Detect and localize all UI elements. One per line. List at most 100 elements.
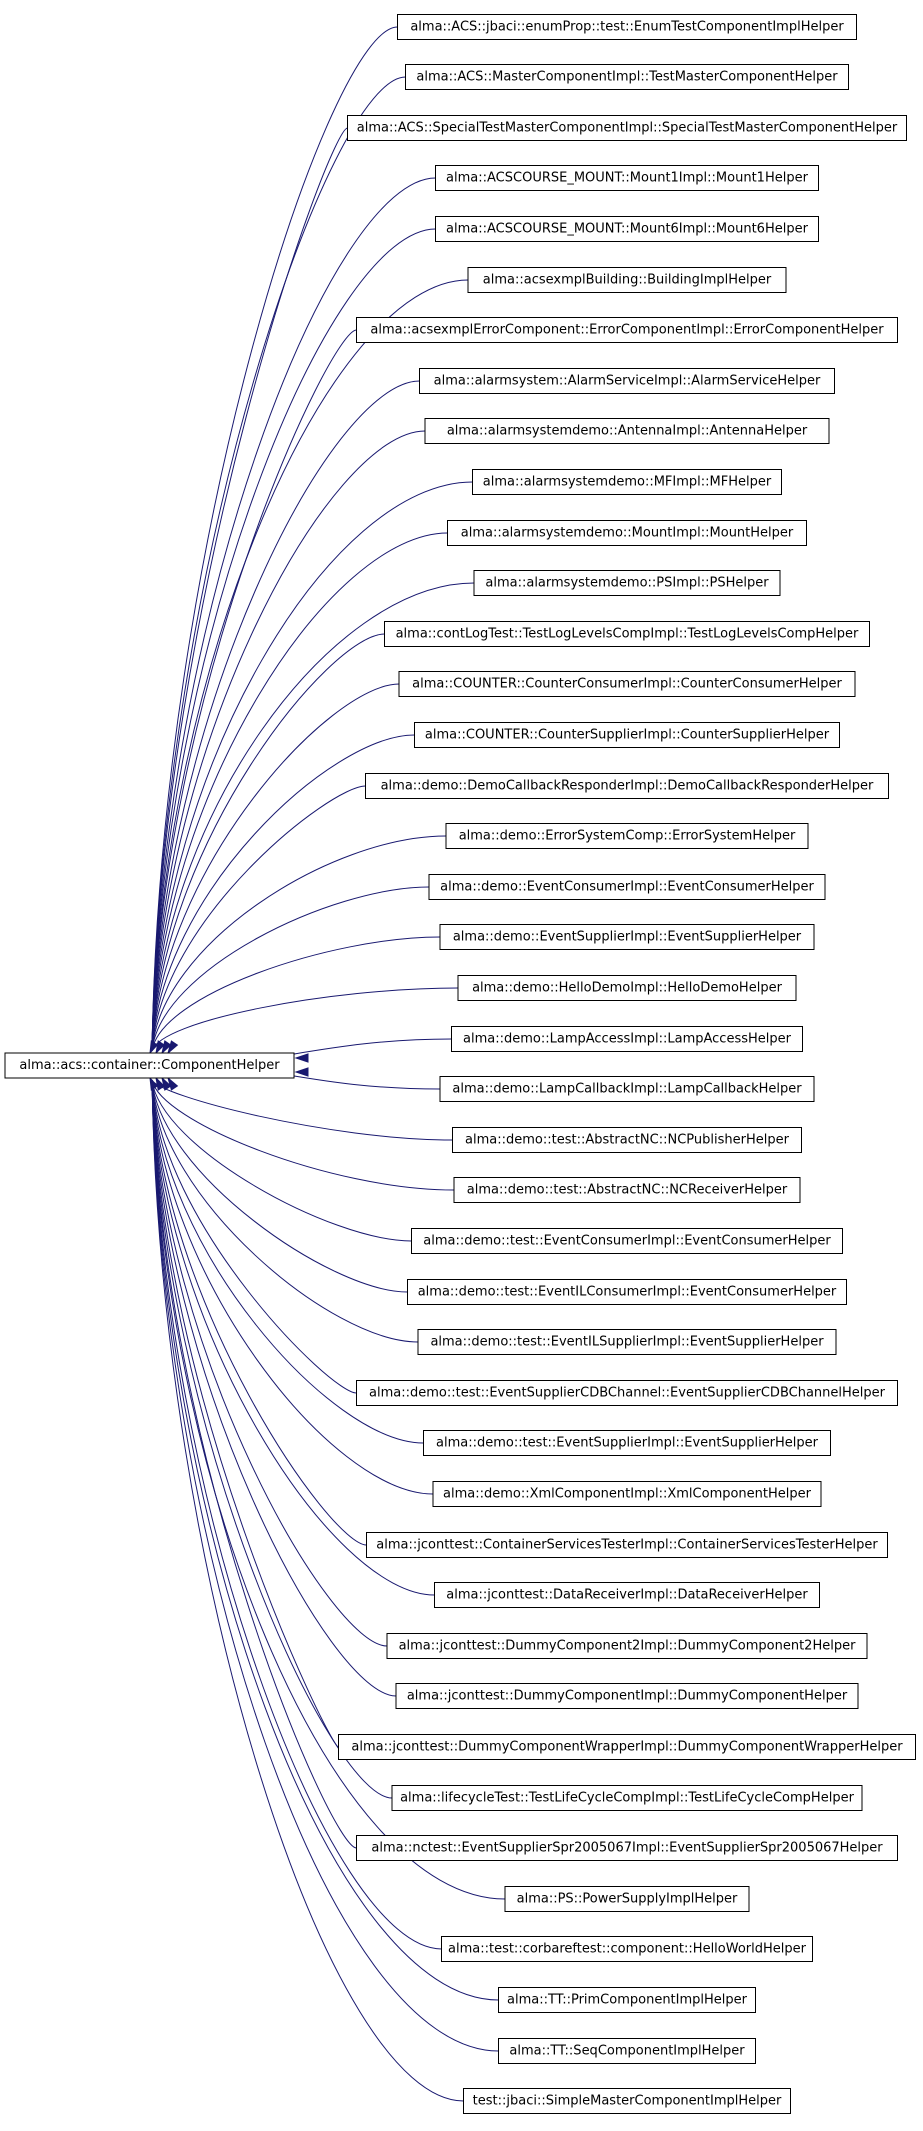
derived-class-label: alma::jconttest::ContainerServicesTester… [376,1538,878,1553]
derived-class-node[interactable]: alma::contLogTest::TestLogLevelsCompImpl… [384,621,870,647]
derived-class-label: alma::contLogTest::TestLogLevelsCompImpl… [396,627,859,642]
derived-class-node[interactable]: alma::TT::PrimComponentImplHelper [498,1987,756,2013]
derived-class-node[interactable]: alma::demo::EventConsumerImpl::EventCons… [428,874,826,900]
inheritance-edge [151,380,420,1052]
derived-class-node[interactable]: alma::ACS::SpecialTestMasterComponentImp… [347,115,907,141]
derived-class-node[interactable]: alma::PS::PowerSupplyImplHelper [504,1886,750,1912]
inheritance-edge [151,1079,397,1697]
derived-class-label: alma::ACS::MasterComponentImpl::TestMast… [416,70,838,85]
inheritance-edge [151,228,436,1052]
derived-class-node[interactable]: alma::acsexmplErrorComponent::ErrorCompo… [356,317,898,343]
arrowhead [167,1040,179,1055]
derived-class-label: alma::alarmsystemdemo::AntennaImpl::Ante… [447,424,808,439]
derived-class-node[interactable]: alma::alarmsystemdemo::MountImpl::MountH… [447,520,807,546]
derived-class-node[interactable]: alma::demo::test::EventConsumerImpl::Eve… [411,1228,843,1254]
derived-class-label: alma::demo::ErrorSystemComp::ErrorSystem… [459,829,796,844]
derived-class-node[interactable]: alma::demo::LampCallbackImpl::LampCallba… [439,1076,815,1102]
derived-class-node[interactable]: alma::demo::test::EventSupplierImpl::Eve… [423,1430,831,1456]
derived-class-label: alma::demo::test::EventSupplierCDBChanne… [369,1386,886,1401]
inheritance-edge [151,1079,357,1849]
derived-class-node[interactable]: alma::COUNTER::CounterConsumerImpl::Coun… [398,671,856,697]
base-class-label: alma::acs::container::ComponentHelper [19,1058,280,1073]
derived-class-label: alma::demo::EventSupplierImpl::EventSupp… [453,930,802,945]
inheritance-edge [151,1079,419,1343]
derived-class-node[interactable]: alma::demo::test::AbstractNC::NCReceiver… [453,1177,801,1203]
derived-class-label: test::jbaci::SimpleMasterComponentImplHe… [473,2094,782,2109]
derived-class-node[interactable]: alma::demo::ErrorSystemComp::ErrorSystem… [445,823,809,849]
derived-class-label: alma::demo::DemoCallbackResponderImpl::D… [381,779,874,794]
derived-class-label: alma::demo::XmlComponentImpl::XmlCompone… [443,1487,812,1502]
derived-class-node[interactable]: alma::demo::test::EventILConsumerImpl::E… [407,1279,847,1305]
derived-class-node[interactable]: alma::jconttest::DummyComponent2Impl::Du… [386,1633,868,1659]
derived-class-label: alma::demo::LampAccessImpl::LampAccessHe… [463,1032,792,1047]
derived-class-node[interactable]: alma::ACS::MasterComponentImpl::TestMast… [405,64,849,90]
inheritance-edge [151,1079,412,1242]
derived-class-label: alma::ACSCOURSE_MOUNT::Mount6Impl::Mount… [446,222,809,237]
derived-class-label: alma::alarmsystemdemo::MountImpl::MountH… [461,526,794,541]
derived-class-node[interactable]: alma::test::corbareftest::component::Hel… [441,1936,813,1962]
derived-class-label: alma::COUNTER::CounterConsumerImpl::Coun… [412,677,842,692]
derived-class-node[interactable]: alma::demo::test::EventILSupplierImpl::E… [417,1329,837,1355]
derived-class-node[interactable]: alma::demo::XmlComponentImpl::XmlCompone… [432,1481,822,1507]
arrowhead [155,1040,165,1055]
derived-class-label: alma::demo::EventConsumerImpl::EventCons… [440,880,814,895]
derived-class-label: alma::demo::test::EventILSupplierImpl::E… [430,1335,824,1350]
derived-class-nodes: alma::ACS::jbaci::enumProp::test::EnumTe… [338,14,916,2114]
derived-class-node[interactable]: alma::ACSCOURSE_MOUNT::Mount1Impl::Mount… [435,165,819,191]
inheritance-edge [151,1079,435,1596]
derived-class-label: alma::ACS::SpecialTestMasterComponentImp… [357,121,898,136]
derived-class-label: alma::jconttest::DataReceiverImpl::DataR… [446,1588,808,1603]
inheritance-edge [151,1079,506,1900]
derived-class-node[interactable]: alma::acsexmplBuilding::BuildingImplHelp… [467,267,787,293]
derived-class-label: alma::demo::test::EventConsumerImpl::Eve… [423,1234,831,1249]
derived-class-node[interactable]: alma::demo::LampAccessImpl::LampAccessHe… [451,1026,803,1052]
derived-class-label: alma::COUNTER::CounterSupplierImpl::Coun… [425,728,830,743]
arrowhead [155,1076,165,1091]
derived-class-node[interactable]: alma::ACS::jbaci::enumProp::test::EnumTe… [397,14,857,40]
derived-class-label: alma::nctest::EventSupplierSpr2005067Imp… [371,1841,883,1856]
derived-class-node[interactable]: alma::demo::HelloDemoImpl::HelloDemoHelp… [457,975,797,1001]
derived-class-node[interactable]: alma::demo::test::AbstractNC::NCPublishe… [452,1127,802,1153]
inheritance-edge [151,1079,339,1748]
base-class-node[interactable]: alma::acs::container::ComponentHelper [4,1052,295,1079]
inheritance-edge [151,1079,499,2052]
arrowhead [149,1076,159,1091]
derived-class-node[interactable]: alma::nctest::EventSupplierSpr2005067Imp… [356,1835,898,1861]
inheritance-edge [151,329,357,1052]
derived-class-label: alma::ACS::jbaci::enumProp::test::EnumTe… [410,20,844,35]
inheritance-edge [151,279,469,1052]
derived-class-label: alma::test::corbareftest::component::Hel… [448,1942,807,1957]
derived-class-node[interactable]: alma::ACSCOURSE_MOUNT::Mount6Impl::Mount… [435,216,819,242]
derived-class-node[interactable]: alma::jconttest::DummyComponentWrapperIm… [338,1734,916,1760]
derived-class-label: alma::demo::test::EventILConsumerImpl::E… [418,1285,837,1300]
derived-class-node[interactable]: alma::demo::test::EventSupplierCDBChanne… [356,1380,898,1406]
derived-class-node[interactable]: alma::jconttest::DataReceiverImpl::DataR… [434,1582,820,1608]
derived-class-label: alma::jconttest::DummyComponentWrapperIm… [351,1740,903,1755]
arrowhead [294,1053,309,1063]
derived-class-node[interactable]: alma::TT::SeqComponentImplHelper [498,2038,756,2064]
derived-class-node[interactable]: alma::alarmsystemdemo::MFImpl::MFHelper [472,469,782,495]
derived-class-node[interactable]: alma::alarmsystemdemo::AntennaImpl::Ante… [424,418,830,444]
derived-class-label: alma::demo::test::AbstractNC::NCPublishe… [465,1133,790,1148]
inheritance-edge [151,633,385,1052]
inheritance-edge [151,1079,434,1495]
inheritance-edge [151,1079,357,1394]
derived-class-node[interactable]: alma::COUNTER::CounterSupplierImpl::Coun… [414,722,840,748]
derived-class-label: alma::TT::PrimComponentImplHelper [507,1993,748,2008]
derived-class-label: alma::alarmsystem::AlarmServiceImpl::Ala… [434,374,821,389]
inheritance-edge [151,835,447,1052]
inheritance-edges [149,26,506,2102]
derived-class-node[interactable]: test::jbaci::SimpleMasterComponentImplHe… [463,2088,791,2114]
inheritance-edge [151,76,406,1052]
derived-class-node[interactable]: alma::demo::EventSupplierImpl::EventSupp… [439,924,815,950]
derived-class-node[interactable]: alma::lifecycleTest::TestLifeCycleCompIm… [391,1785,863,1811]
derived-class-label: alma::lifecycleTest::TestLifeCycleCompIm… [400,1791,854,1806]
derived-class-label: alma::TT::SeqComponentImplHelper [509,2044,745,2059]
arrowhead [161,1040,172,1055]
derived-class-node[interactable]: alma::alarmsystem::AlarmServiceImpl::Ala… [419,368,835,394]
derived-class-node[interactable]: alma::alarmsystemdemo::PSImpl::PSHelper [473,570,781,596]
derived-class-node[interactable]: alma::demo::DemoCallbackResponderImpl::D… [365,773,889,799]
derived-class-node[interactable]: alma::jconttest::DummyComponentImpl::Dum… [395,1683,859,1709]
derived-class-node[interactable]: alma::jconttest::ContainerServicesTester… [366,1532,888,1558]
inheritance-edge [151,1079,367,1546]
